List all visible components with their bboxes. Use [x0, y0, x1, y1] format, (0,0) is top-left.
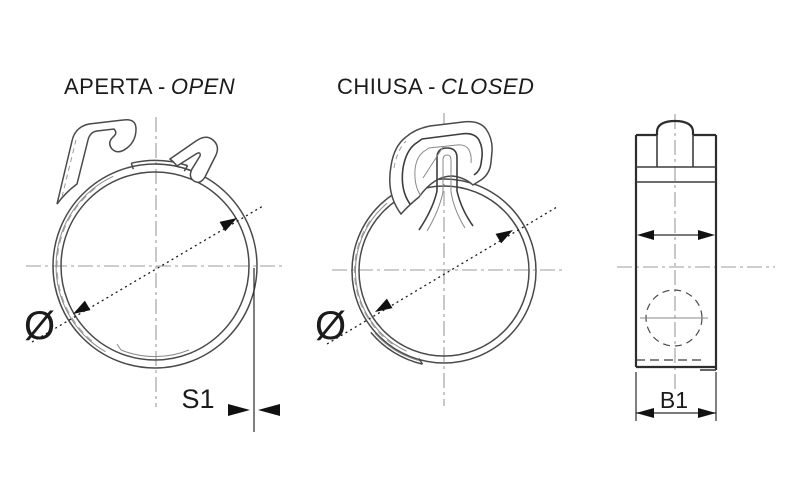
side-inner-arrow-left — [637, 230, 654, 240]
open-ring-dashed-line — [56, 185, 100, 342]
open-ring-midline — [55, 175, 114, 353]
open-ring-outer — [52, 163, 258, 369]
closed-hook-dashed-line — [393, 140, 407, 169]
title-closed-italian: CHIUSA — [337, 74, 424, 99]
closed-band-end-tick — [418, 358, 424, 365]
view-title-open: APERTA-OPEN — [64, 74, 235, 100]
open-clamp-view: Ø S1 — [24, 117, 285, 432]
s1-dimension-label: S1 — [181, 384, 214, 414]
side-view: B1 — [617, 114, 775, 421]
closed-hook-tongue-outer — [418, 147, 474, 231]
title-closed-separator: - — [428, 74, 436, 99]
closed-ring-outer — [351, 178, 537, 364]
closed-band-free-end-inner — [374, 332, 422, 362]
closed-ring-midline — [354, 202, 407, 352]
title-open-italian: APERTA — [64, 74, 153, 99]
s1-arrow-right — [258, 404, 280, 416]
view-title-closed: CHIUSA-CLOSED — [337, 74, 534, 100]
closed-hook-contour-2 — [414, 144, 472, 197]
closed-ring-inner — [358, 185, 530, 357]
diameter-symbol-closed: Ø — [315, 304, 346, 348]
open-band-end-inner — [120, 349, 190, 358]
title-open-separator: - — [158, 74, 166, 99]
open-band-end-tick — [116, 343, 122, 351]
open-strip-right-tick — [183, 165, 189, 172]
open-ring-inner — [60, 171, 250, 361]
closed-band-free-end-outer — [370, 331, 423, 365]
title-open-english: OPEN — [170, 74, 236, 99]
closed-diameter-arrow-upper — [495, 230, 513, 244]
open-diameter-arrow-lower — [73, 300, 91, 314]
closed-hook-contour-1 — [401, 132, 483, 205]
b1-arrow-left — [636, 408, 654, 418]
b1-dimension-label: B1 — [660, 387, 688, 413]
open-left-hook-fold-line — [61, 139, 77, 198]
closed-hook-fold-line — [422, 146, 444, 179]
open-band-overlap-strip — [131, 159, 188, 167]
open-diameter-arrow-upper — [219, 218, 237, 232]
closed-ring-dashed-line — [354, 219, 393, 345]
closed-diameter-arrow-lower — [375, 298, 393, 312]
open-strip-left-tick — [130, 162, 135, 170]
closed-hook-tongue-inner — [426, 154, 466, 232]
closed-clamp-view: Ø — [315, 113, 562, 406]
closed-diameter-line — [326, 206, 558, 345]
b1-arrow-right — [698, 408, 716, 418]
side-hook-dome — [655, 119, 695, 135]
title-closed-english: CLOSED — [440, 74, 535, 99]
side-inner-arrow-right — [698, 230, 715, 240]
open-right-hook-tab — [168, 136, 219, 184]
s1-arrow-left — [228, 404, 250, 416]
open-left-hook-tab — [56, 118, 137, 205]
diameter-symbol-open: Ø — [24, 304, 55, 348]
